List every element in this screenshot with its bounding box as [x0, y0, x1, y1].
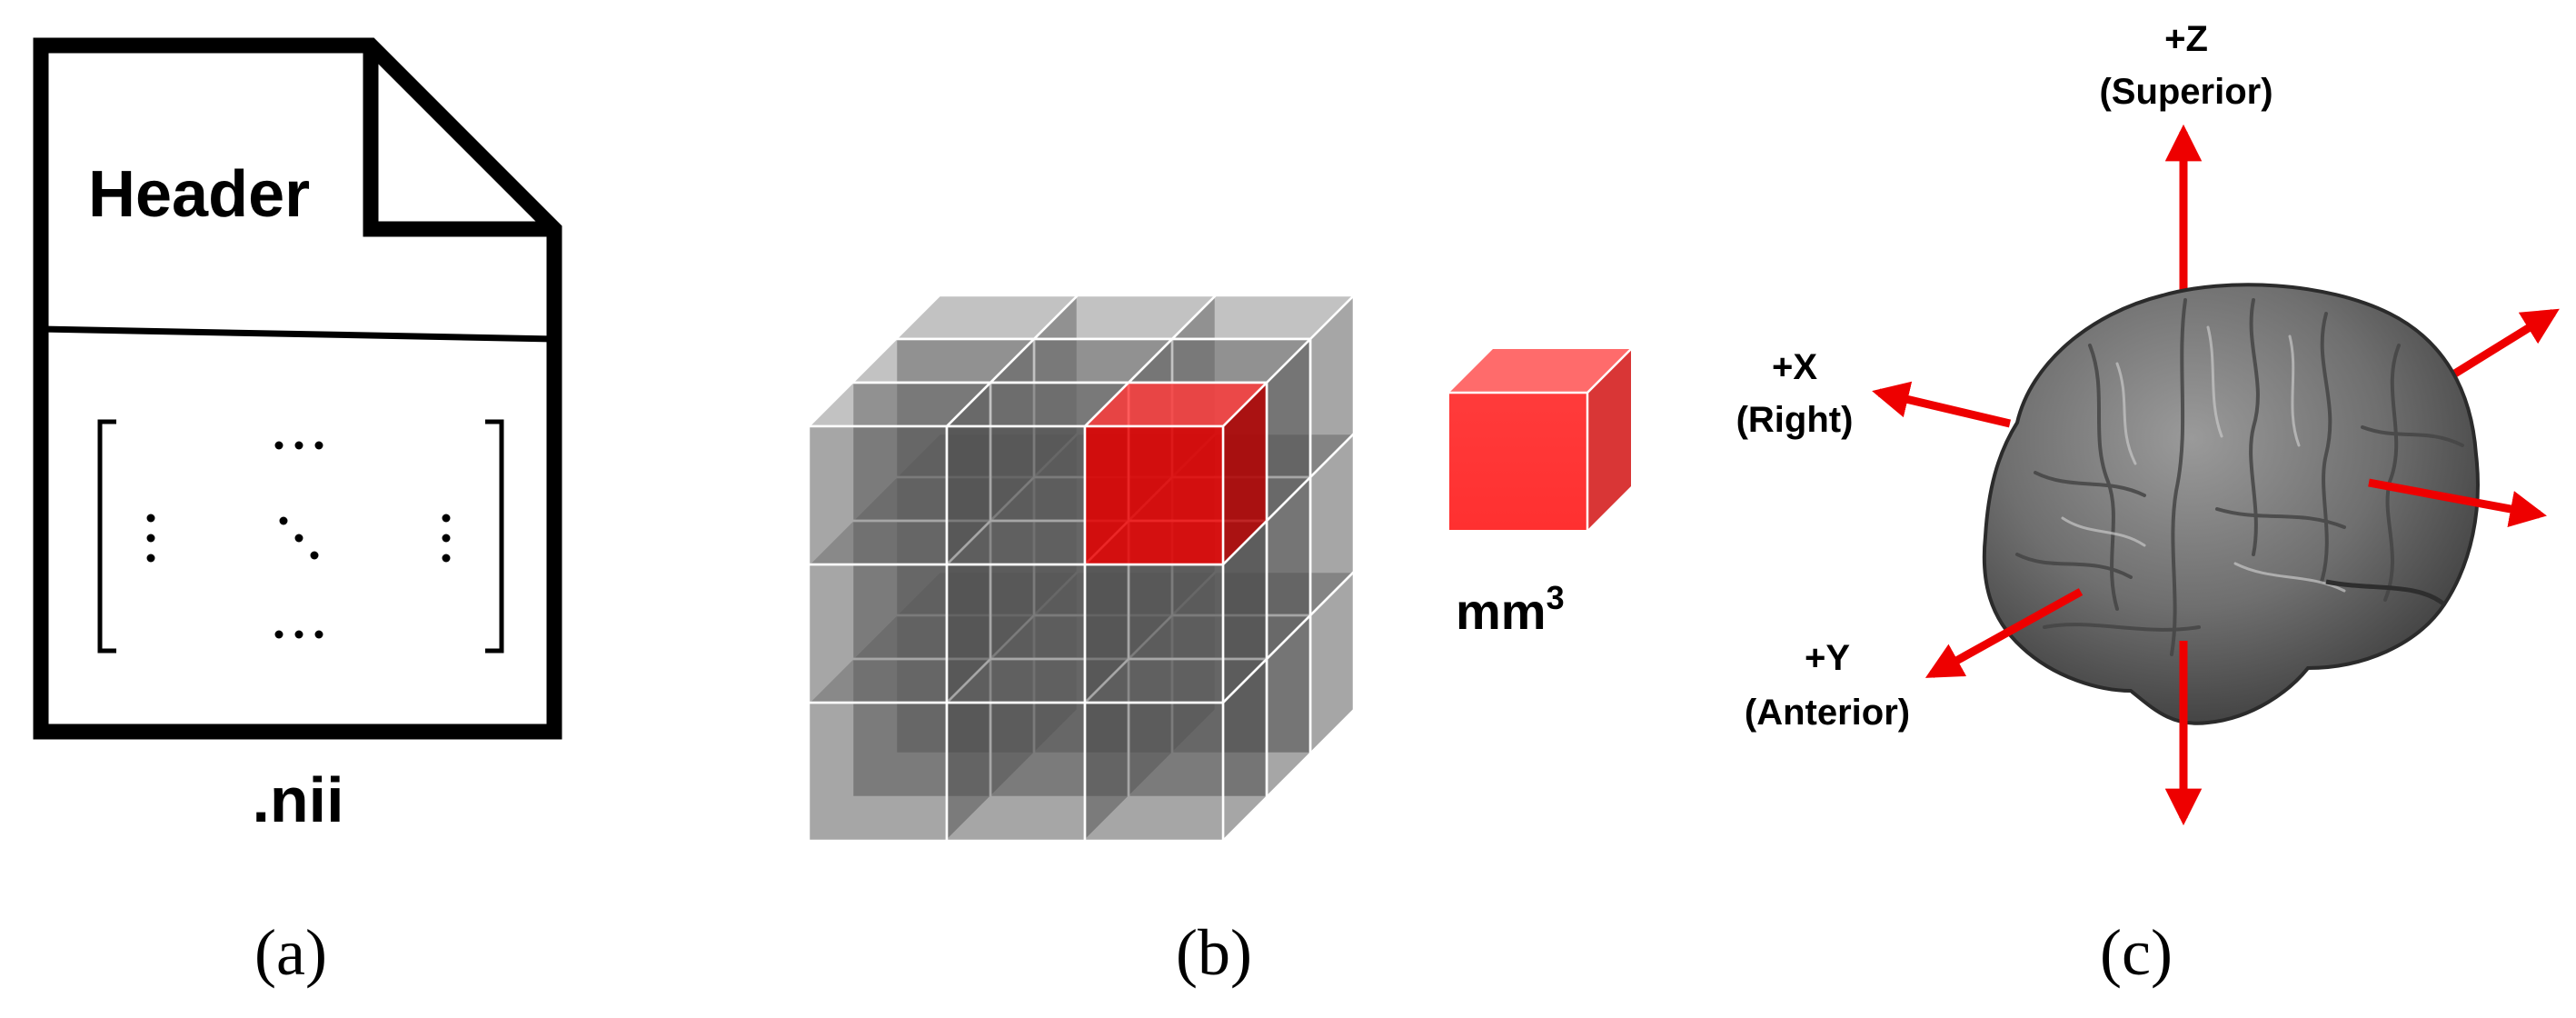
axis-arrow-anterior — [1925, 588, 2084, 678]
axis-y-label: +Y — [1805, 638, 1850, 678]
voxel-unit-label: mm3 — [1456, 579, 1565, 640]
file-dog-ear — [363, 45, 554, 237]
caption-c: (c) — [2100, 916, 2173, 989]
file-outline — [33, 37, 562, 740]
panel-a-file-icon: Header .nii (a — [33, 37, 562, 989]
matrix-dots-diagonal — [279, 516, 319, 560]
axis-arrow-posterior — [2368, 478, 2547, 527]
brain-temporal-lobe — [2325, 579, 2446, 606]
unit-voxel-side — [1587, 349, 1631, 530]
highlighted-voxel — [1083, 424, 1225, 566]
axis-y-direction: (Anterior) — [1745, 693, 1910, 733]
unit-voxel-front — [1449, 393, 1587, 530]
voxel — [945, 563, 1087, 704]
brain-sulci — [2015, 298, 2464, 656]
matrix-left-bracket — [97, 419, 116, 654]
brain-image — [1982, 283, 2480, 725]
matrix-dots-bottom — [274, 630, 323, 639]
axis-arrow-right — [1872, 381, 2012, 428]
voxel — [1083, 701, 1225, 843]
voxel — [945, 701, 1087, 843]
axis-x-direction: (Right) — [1736, 400, 1854, 440]
axis-z-label: +Z — [2164, 19, 2208, 59]
matrix-dots-right — [442, 514, 451, 563]
unit-voxel-cube — [1449, 348, 1632, 530]
voxel-cube-grid — [807, 294, 1356, 843]
unit-voxel-top — [1449, 349, 1631, 393]
brain-silhouette — [1982, 283, 2480, 725]
voxel — [945, 424, 1087, 566]
panel-c-brain-axes: +Z (Superior) +X (Right) +Y (Anterior) (… — [1736, 19, 2560, 989]
caption-a: (a) — [254, 916, 327, 989]
axis-z-direction: (Superior) — [2099, 72, 2273, 112]
matrix-right-bracket — [485, 419, 504, 654]
caption-b: (b) — [1176, 916, 1252, 989]
voxel — [807, 701, 949, 843]
header-label: Header — [88, 158, 310, 231]
brain-highlights — [2061, 325, 2346, 593]
matrix-dots-top — [274, 441, 323, 450]
file-extension-label: .nii — [252, 764, 343, 835]
panel-b-voxel-grid: mm3 (b) — [807, 294, 1632, 989]
voxel — [807, 424, 949, 566]
header-divider — [40, 325, 555, 343]
axis-x-label: +X — [1772, 347, 1817, 387]
matrix-dots-left — [146, 514, 155, 563]
voxel — [807, 563, 949, 704]
voxel — [1083, 563, 1225, 704]
